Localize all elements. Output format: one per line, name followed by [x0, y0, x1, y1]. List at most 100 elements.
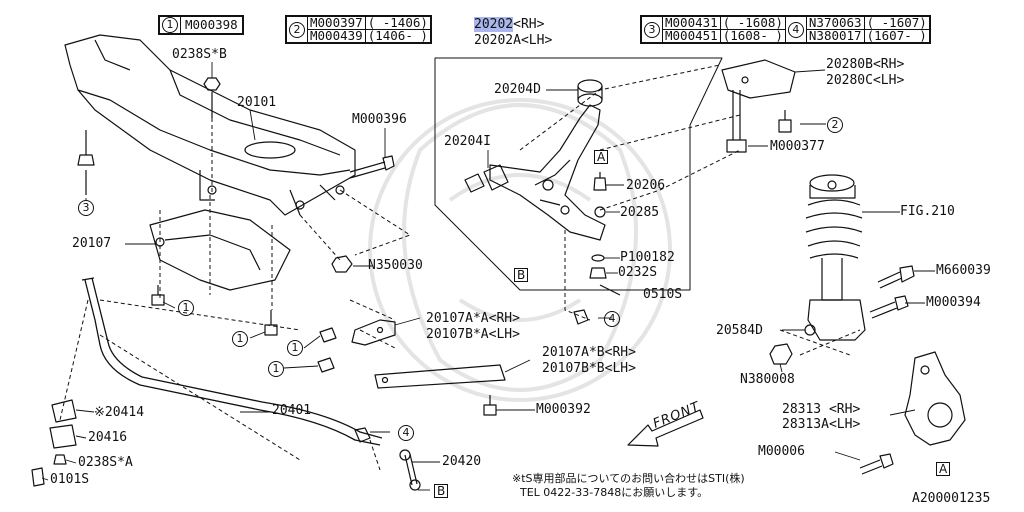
callout-20401[interactable]: 20401 — [272, 403, 312, 418]
diagram-id: A200001235 — [912, 491, 991, 506]
legend-3-number: 3 — [644, 21, 660, 38]
ref-A-arm: A — [594, 150, 609, 164]
callout-20107[interactable]: 20107 — [72, 236, 112, 251]
bushing-20204I — [464, 164, 509, 193]
callout-N350030[interactable]: N350030 — [368, 258, 423, 273]
nut-N380008 — [769, 343, 793, 365]
watermark-emblem — [368, 98, 672, 402]
callout-M000392[interactable]: M000392 — [536, 402, 591, 417]
legend-2-number: 2 — [289, 21, 305, 38]
ball-joint-20206 — [593, 172, 607, 191]
callout-M660039[interactable]: M660039 — [936, 263, 991, 278]
bolt-M000394 — [869, 295, 909, 319]
callout-28313[interactable]: 28313 <RH> — [782, 402, 861, 417]
legend-2-range-1: ( -1406) — [364, 16, 431, 30]
callout-20101[interactable]: 20101 — [237, 95, 277, 110]
nut-20285 — [594, 206, 606, 218]
bolt-M000396 — [349, 155, 395, 179]
bushing-20204D — [577, 79, 603, 107]
knuckle-28313 — [904, 351, 966, 446]
callout-20204I[interactable]: 20204I — [444, 134, 491, 149]
pin-0510S — [599, 284, 621, 296]
nut-N350030 — [331, 255, 353, 273]
callout-M000396[interactable]: M000396 — [352, 112, 407, 127]
legend-3-4: 3 M000431 ( -1608) 4 N370063 ( -1607) M0… — [640, 15, 931, 44]
crossmember-20101 — [64, 34, 356, 216]
front-label: FRONT — [650, 399, 703, 432]
callout-0232S[interactable]: 0232S — [618, 265, 658, 280]
callout-20107A-A[interactable]: 20107A*A<RH> — [426, 311, 520, 326]
callout-20280B[interactable]: 20280B<RH> — [826, 57, 905, 72]
contact-note-line1: ※tS専用部品についてのお問い合わせはSTI(株) — [512, 472, 745, 485]
strut-assembly — [805, 174, 866, 341]
callout-P100182[interactable]: P100182 — [620, 250, 675, 265]
bracket-20416 — [49, 424, 77, 449]
bolt-3 — [77, 130, 95, 195]
ref-2: 2 — [827, 117, 843, 133]
legend-2: 2 M000397 ( -1406) M000439 (1406- ) — [285, 15, 432, 44]
legend-2-range-2: (1406- ) — [364, 29, 431, 43]
callout-N380008[interactable]: N380008 — [740, 372, 795, 387]
legend-3-part-2: M000451 — [662, 29, 721, 43]
callout-20107B-B[interactable]: 20107B*B<LH> — [542, 361, 636, 376]
legend-1: 1 M000398 — [158, 15, 244, 35]
bolt-ref-1a — [319, 327, 337, 343]
lower-arm-frame — [434, 57, 723, 291]
callout-FIG210[interactable]: FIG.210 — [900, 204, 955, 219]
bolt-M000392 — [483, 395, 497, 416]
callout-M000394[interactable]: M000394 — [926, 295, 981, 310]
nut-0232S — [589, 267, 607, 279]
legend-4-number: 4 — [787, 21, 804, 38]
stabilizer-bar-20401 — [81, 277, 383, 446]
callout-M00006[interactable]: M00006 — [758, 444, 805, 459]
callout-20414[interactable]: ※20414 — [94, 405, 145, 420]
ref-1-mid: 1 — [232, 331, 248, 347]
callout-20584D[interactable]: 20584D — [716, 323, 763, 338]
bracket-20107A-B — [374, 364, 506, 389]
ref-1-bottom: 1 — [268, 361, 284, 377]
callout-0101S[interactable]: 0101S — [50, 472, 90, 487]
bolt-M660039 — [877, 265, 915, 289]
legend-1-number: 1 — [162, 17, 178, 33]
lower-arm-20202 — [489, 104, 606, 241]
callout-28313A[interactable]: 28313A<LH> — [782, 417, 861, 432]
bolt-0238S-B — [203, 77, 221, 118]
arm-rh: <RH> — [513, 17, 545, 32]
nut-ref-4 — [573, 309, 589, 325]
callout-20204D[interactable]: 20204D — [494, 82, 541, 97]
callout-20416[interactable]: 20416 — [88, 430, 128, 445]
stabilizer-link-20420 — [354, 427, 421, 491]
bracket-20107A-A — [351, 319, 396, 346]
callout-M000377[interactable]: M000377 — [770, 139, 825, 154]
callout-20285[interactable]: 20285 — [620, 205, 660, 220]
ref-4-arm: 4 — [604, 311, 620, 327]
bolt-lower-b — [264, 310, 278, 336]
ref-3: 3 — [78, 200, 94, 216]
legend-2-part-2: M000439 — [307, 29, 366, 43]
bolt-0238S-A — [53, 454, 67, 465]
legend-4-part-2: N380017 — [805, 29, 865, 43]
callout-0238S-A[interactable]: 0238S*A — [78, 455, 133, 470]
callout-0238S-B[interactable]: 0238S*B — [172, 47, 227, 62]
callout-20420[interactable]: 20420 — [442, 454, 482, 469]
callout-20206[interactable]: 20206 — [626, 178, 666, 193]
bolt-0101S — [31, 467, 45, 487]
bolt-ref-1b — [317, 357, 335, 373]
arm-part-number[interactable]: 20202 — [474, 17, 514, 32]
bushing-20414 — [51, 399, 77, 423]
ref-B-arm: B — [514, 268, 529, 282]
ref-1-top: 1 — [178, 300, 194, 316]
callout-20107A-B[interactable]: 20107A*B<RH> — [542, 345, 636, 360]
arm-label: 20202<RH> — [474, 17, 545, 32]
ref-4-link: 4 — [398, 425, 414, 441]
ref-A-knuckle: A — [936, 462, 951, 476]
callout-20107B-A[interactable]: 20107B*A<LH> — [426, 327, 520, 342]
callout-20280C[interactable]: 20280C<LH> — [826, 73, 905, 88]
legend-4-range-2: (1607- ) — [863, 29, 930, 43]
ref-1-low: 1 — [287, 340, 303, 356]
front-arrow — [627, 409, 704, 447]
ref-B-link: B — [434, 484, 449, 498]
callout-0510S[interactable]: 0510S — [643, 287, 683, 302]
legend-3-range-2: (1608- ) — [719, 29, 786, 43]
